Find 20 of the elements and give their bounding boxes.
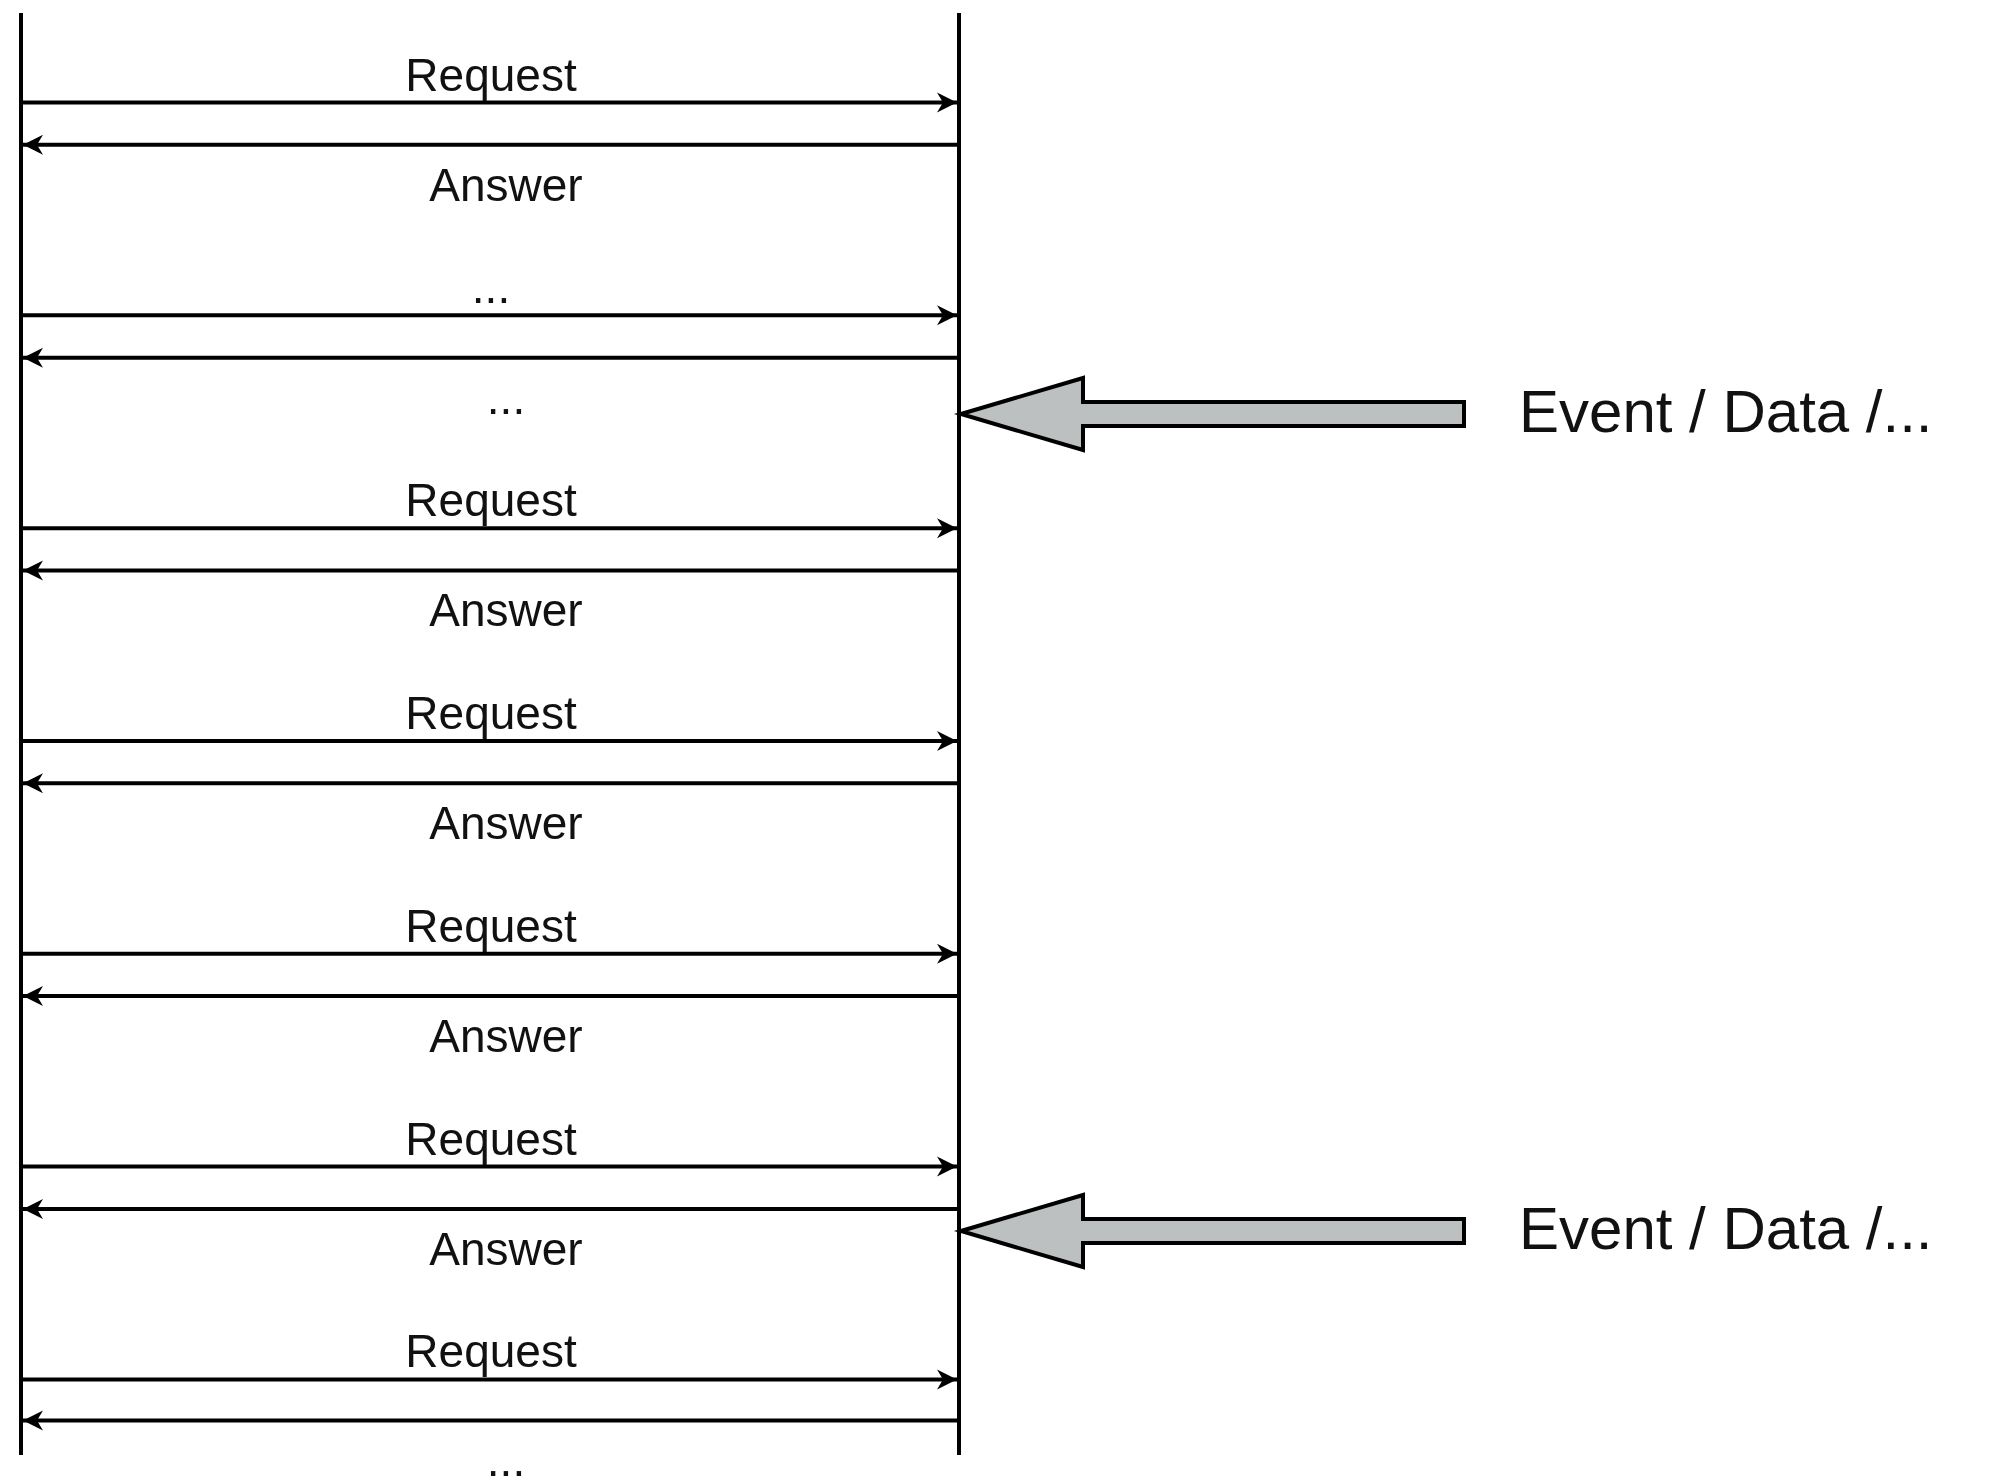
event-label: Event / Data /... bbox=[1519, 1199, 1933, 1259]
message-arrow bbox=[23, 1410, 957, 1431]
event-label: Event / Data /... bbox=[1519, 382, 1933, 442]
block-arrow bbox=[953, 1192, 1466, 1270]
message-arrow bbox=[23, 773, 957, 794]
message-arrow bbox=[23, 1369, 957, 1390]
message-arrow bbox=[23, 305, 957, 326]
message-arrow bbox=[23, 134, 957, 155]
message-arrow bbox=[23, 731, 957, 751]
message-arrow bbox=[23, 560, 957, 581]
lifeline bbox=[957, 13, 961, 1455]
message-arrow bbox=[23, 518, 957, 539]
message-arrow bbox=[23, 92, 957, 113]
lifeline bbox=[19, 13, 23, 1455]
message-arrow bbox=[23, 347, 957, 368]
message-arrow bbox=[23, 1198, 957, 1219]
block-arrow bbox=[953, 375, 1466, 453]
message-arrow bbox=[23, 986, 957, 1007]
message-arrow bbox=[23, 943, 957, 964]
message-arrow bbox=[23, 1156, 957, 1177]
